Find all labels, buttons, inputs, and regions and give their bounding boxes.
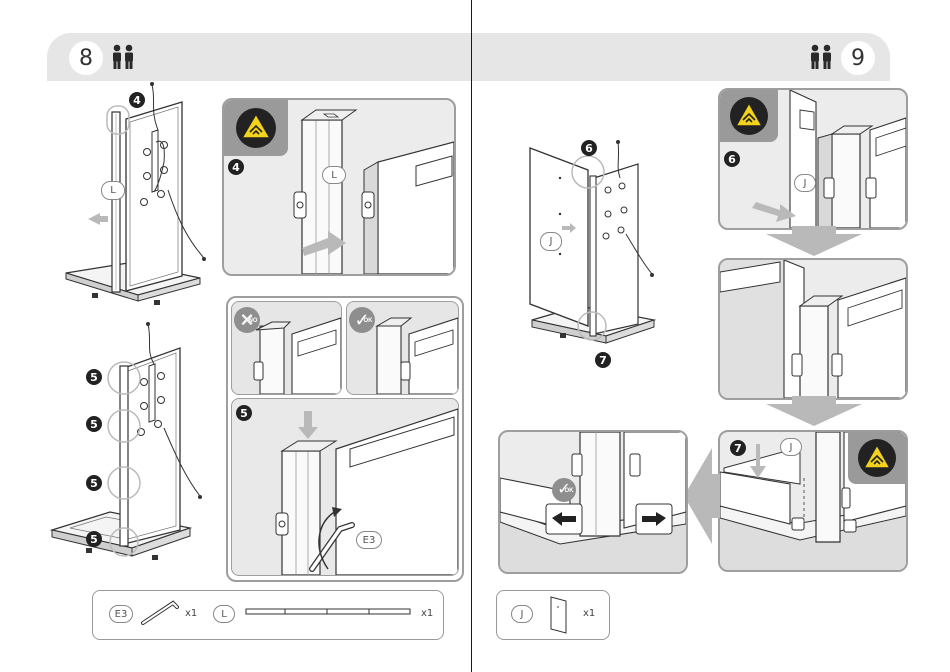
- parts-label-L: L: [213, 605, 235, 623]
- parts-qty-L: x1: [421, 608, 433, 619]
- callout-step-4-detail: 4: [228, 159, 244, 175]
- callout-step-7: 7: [595, 352, 611, 368]
- parts-qty-J: x1: [583, 608, 595, 619]
- parts-list-right: J x1: [496, 590, 610, 640]
- page-divider: [471, 0, 472, 672]
- parts-list-left: E3 x1 L x1: [92, 590, 444, 640]
- callout-step-4: 4: [129, 92, 145, 108]
- step-number-9: 9: [841, 41, 875, 75]
- step4-detail-panel: 4 L: [222, 98, 456, 276]
- part-label-L: L: [101, 181, 125, 200]
- two-people-icon-right: [806, 44, 836, 70]
- ok-badge-right: ✓ OK: [552, 478, 576, 502]
- parts-label-J: J: [511, 605, 533, 623]
- step6-result-panel: [718, 258, 908, 400]
- ok-badge: ✓ OK: [349, 307, 375, 333]
- pinch-hazard-warning-icon-right: [720, 90, 778, 142]
- part-label-L-detail: L: [322, 166, 346, 184]
- part-label-J-step7: J: [780, 438, 802, 456]
- hex-key-icon: [139, 597, 181, 627]
- callout-step-5-d: 5: [86, 531, 102, 547]
- part-label-E3: E3: [356, 531, 382, 549]
- callout-step-5-c: 5: [86, 475, 102, 491]
- callout-step-5-b: 5: [86, 416, 102, 432]
- step6-detail-panel: 6 J: [718, 88, 908, 230]
- wrong-badge: × NO: [234, 307, 260, 333]
- flow-arrow-down-1: [766, 226, 862, 256]
- part-label-J: J: [540, 232, 562, 251]
- callout-step-6-detail: 6: [724, 151, 740, 167]
- step5-assembly-view: [231, 398, 459, 576]
- callout-step-5-a: 5: [86, 369, 102, 385]
- flow-arrow-left: [684, 448, 720, 544]
- flow-arrow-down-2: [766, 396, 862, 426]
- parts-qty-E3: x1: [185, 608, 197, 619]
- step7-detail-panel: 7 J: [718, 430, 908, 572]
- step5-detail-panel: × NO ✓ OK: [226, 296, 464, 582]
- pinch-hazard-warning-icon-step7: [848, 432, 906, 484]
- part-label-J-detail: J: [794, 174, 816, 192]
- step7-result-panel: ✓ OK: [498, 430, 688, 574]
- glass-panel-icon: [549, 595, 569, 635]
- callout-step-5-detail: 5: [236, 405, 252, 421]
- two-people-icon: [108, 44, 138, 70]
- step4-frame-illustration: [58, 80, 208, 310]
- callout-step-6: 6: [581, 140, 597, 156]
- profile-bar-icon: [245, 606, 411, 618]
- warning-box: [224, 100, 288, 156]
- parts-label-E3: E3: [109, 605, 133, 623]
- callout-step-7-detail: 7: [730, 440, 746, 456]
- step5-frame-illustration: [40, 318, 210, 563]
- step-number-8: 8: [69, 41, 103, 75]
